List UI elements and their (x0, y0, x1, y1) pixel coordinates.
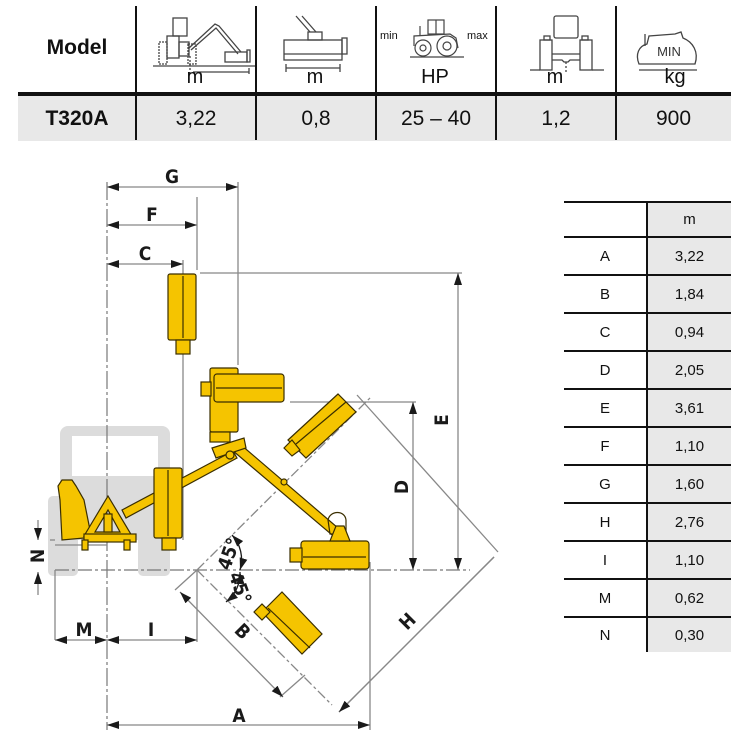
model-name: T320A (45, 106, 109, 130)
dimension-value: 0,62 (646, 580, 731, 616)
tractor-min-weight-icon: MIN (636, 31, 697, 71)
dimension-key: C (599, 323, 611, 341)
column-divider (255, 6, 257, 140)
column-divider (375, 6, 377, 140)
angle-arc-upper (231, 534, 248, 571)
spec-table-header: Model m (18, 4, 731, 92)
working-reach-icon (153, 17, 257, 74)
power-max-label: max (467, 30, 488, 42)
column-divider (615, 6, 617, 140)
dimension-value: 2,05 (646, 352, 731, 388)
value-reach: 3,22 (175, 106, 217, 130)
dimension-key: H (599, 513, 611, 531)
cutting-width-icon (283, 15, 348, 72)
dimension-value: 1,10 (646, 542, 731, 578)
mower-reach-diagram: G F C E D M I A B H N 45° 45° (27, 166, 499, 730)
tractor-track-width-icon (530, 15, 604, 72)
tractor-power-icon (410, 19, 464, 58)
label-c: C (139, 243, 152, 265)
dimension-row-b: B 1,84 (564, 274, 731, 312)
dimension-key: G (599, 475, 611, 493)
dimension-row-h: H 2,76 (564, 502, 731, 540)
mower-position-45-down (253, 591, 323, 655)
dimension-value: 0,30 (646, 618, 731, 652)
dimension-value: 2,76 (646, 504, 731, 540)
dimension-value: 1,60 (646, 466, 731, 502)
dimension-row-g: G 1,60 (564, 464, 731, 502)
label-a: A (232, 705, 246, 727)
dimension-row-i: I 1,10 (564, 540, 731, 578)
mower-position-vertical-high (167, 273, 197, 355)
dimension-h (338, 556, 495, 713)
dimension-value: 3,22 (646, 238, 731, 274)
value-power: 25 – 40 (400, 106, 472, 130)
mower-position-45-up (283, 393, 357, 459)
label-m: M (75, 619, 92, 641)
dimension-key-header (564, 203, 646, 236)
dimension-row-n: N 0,30 (564, 616, 731, 652)
dimension-row-d: D 2,05 (564, 350, 731, 388)
dimension-key: D (599, 361, 611, 379)
value-cutting-width: 0,8 (301, 106, 331, 130)
dimension-row-e: E 3,61 (564, 388, 731, 426)
dimension-key: F (600, 437, 610, 455)
label-n: N (27, 549, 49, 563)
model-header: Model (46, 36, 108, 59)
label-b: B (230, 619, 255, 644)
dimension-key: N (599, 626, 611, 644)
column-divider (495, 6, 497, 140)
three-point-hitch-frame (57, 479, 137, 551)
dimension-table-header: m (564, 201, 731, 236)
dimension-unit-header: m (646, 203, 731, 236)
dimension-b (179, 591, 284, 698)
dimension-row-c: C 0,94 (564, 312, 731, 350)
spec-table: Model m (18, 4, 731, 141)
label-f: F (146, 204, 158, 226)
value-weight: 900 (655, 106, 692, 130)
label-h: H (395, 609, 421, 635)
power-min-label: min (380, 30, 398, 42)
dimension-key: A (599, 247, 610, 265)
dimension-row-f: F 1,10 (564, 426, 731, 464)
mower-position-vertical-low (153, 467, 183, 551)
dimension-value: 1,10 (646, 428, 731, 464)
column-divider (135, 6, 137, 140)
angle-arc-lower (225, 571, 245, 603)
dimension-key: M (598, 589, 612, 607)
unit-cutting-width: m (306, 66, 324, 88)
header-divider (18, 92, 731, 96)
dimension-value: 0,94 (646, 314, 731, 350)
min-weight-icon-text: MIN (657, 44, 681, 59)
dimension-key: I (602, 551, 608, 569)
dimension-value: 1,84 (646, 276, 731, 312)
mower-position-horizontal-high (200, 367, 285, 443)
unit-reach: m (186, 66, 204, 88)
label-g: G (165, 166, 179, 188)
dimension-key: B (599, 285, 610, 303)
label-e: E (431, 414, 453, 426)
unit-power: HP (421, 66, 449, 88)
mower-position-horizontal-ground (289, 525, 370, 570)
dimension-row-a: A 3,22 (564, 236, 731, 274)
value-track-width: 1,2 (541, 106, 571, 130)
dimension-value: 3,61 (646, 390, 731, 426)
label-i: I (148, 619, 154, 641)
label-d: D (391, 480, 413, 494)
unit-track-width: m (546, 66, 564, 88)
dimension-row-m: M 0,62 (564, 578, 731, 616)
unit-weight: kg (664, 66, 686, 88)
dimension-key: E (599, 399, 610, 417)
